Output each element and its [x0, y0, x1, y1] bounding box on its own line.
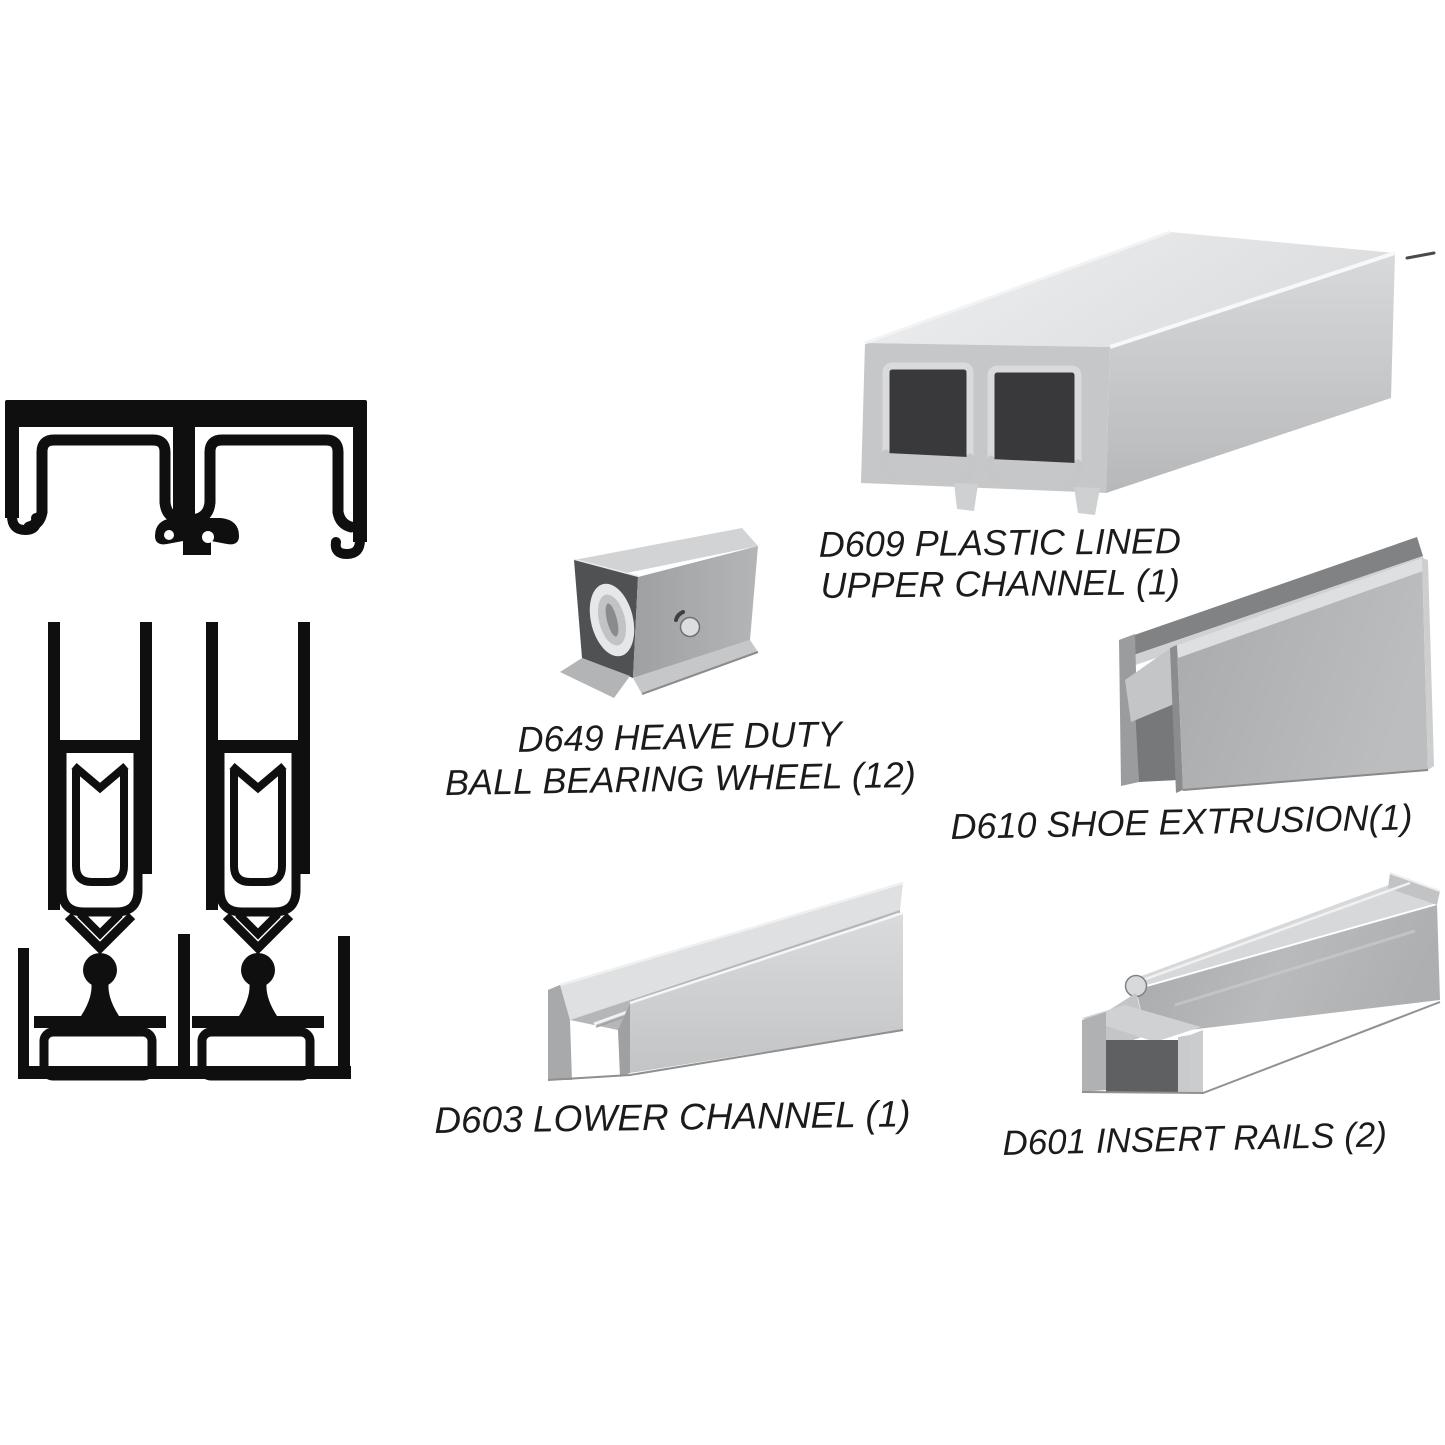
d609-upper-channel-photo — [861, 230, 1436, 515]
roller-assembly-cross-section-drawing — [18, 618, 351, 1086]
d609-label-line1: D609 PLASTIC LINED — [818, 520, 1182, 565]
d609-part-label: D609 PLASTIC LINED UPPER CHANNEL (1) — [800, 520, 1201, 606]
d609-label-line2: UPPER CHANNEL (1) — [820, 561, 1181, 606]
upper-channel-cross-section-drawing — [5, 400, 367, 560]
stray-scan-mark — [1405, 251, 1436, 260]
d601-insert-rail-photo — [1081, 872, 1441, 1095]
d603-lower-channel-photo — [547, 881, 904, 1081]
d610-shoe-extrusion-photo — [1119, 537, 1434, 793]
d649-ball-bearing-wheel-photo — [560, 528, 759, 698]
d649-label-line2: BALL BEARING WHEEL (12) — [444, 753, 917, 804]
d603-part-label: D603 LOWER CHANNEL (1) — [434, 1093, 911, 1141]
d649-part-label: D649 HEAVE DUTY BALL BEARING WHEEL (12) — [429, 712, 930, 805]
d610-part-label: D610 SHOE EXTRUSION(1) — [950, 796, 1413, 847]
d601-part-label: D601 INSERT RAILS (2) — [1002, 1115, 1388, 1163]
